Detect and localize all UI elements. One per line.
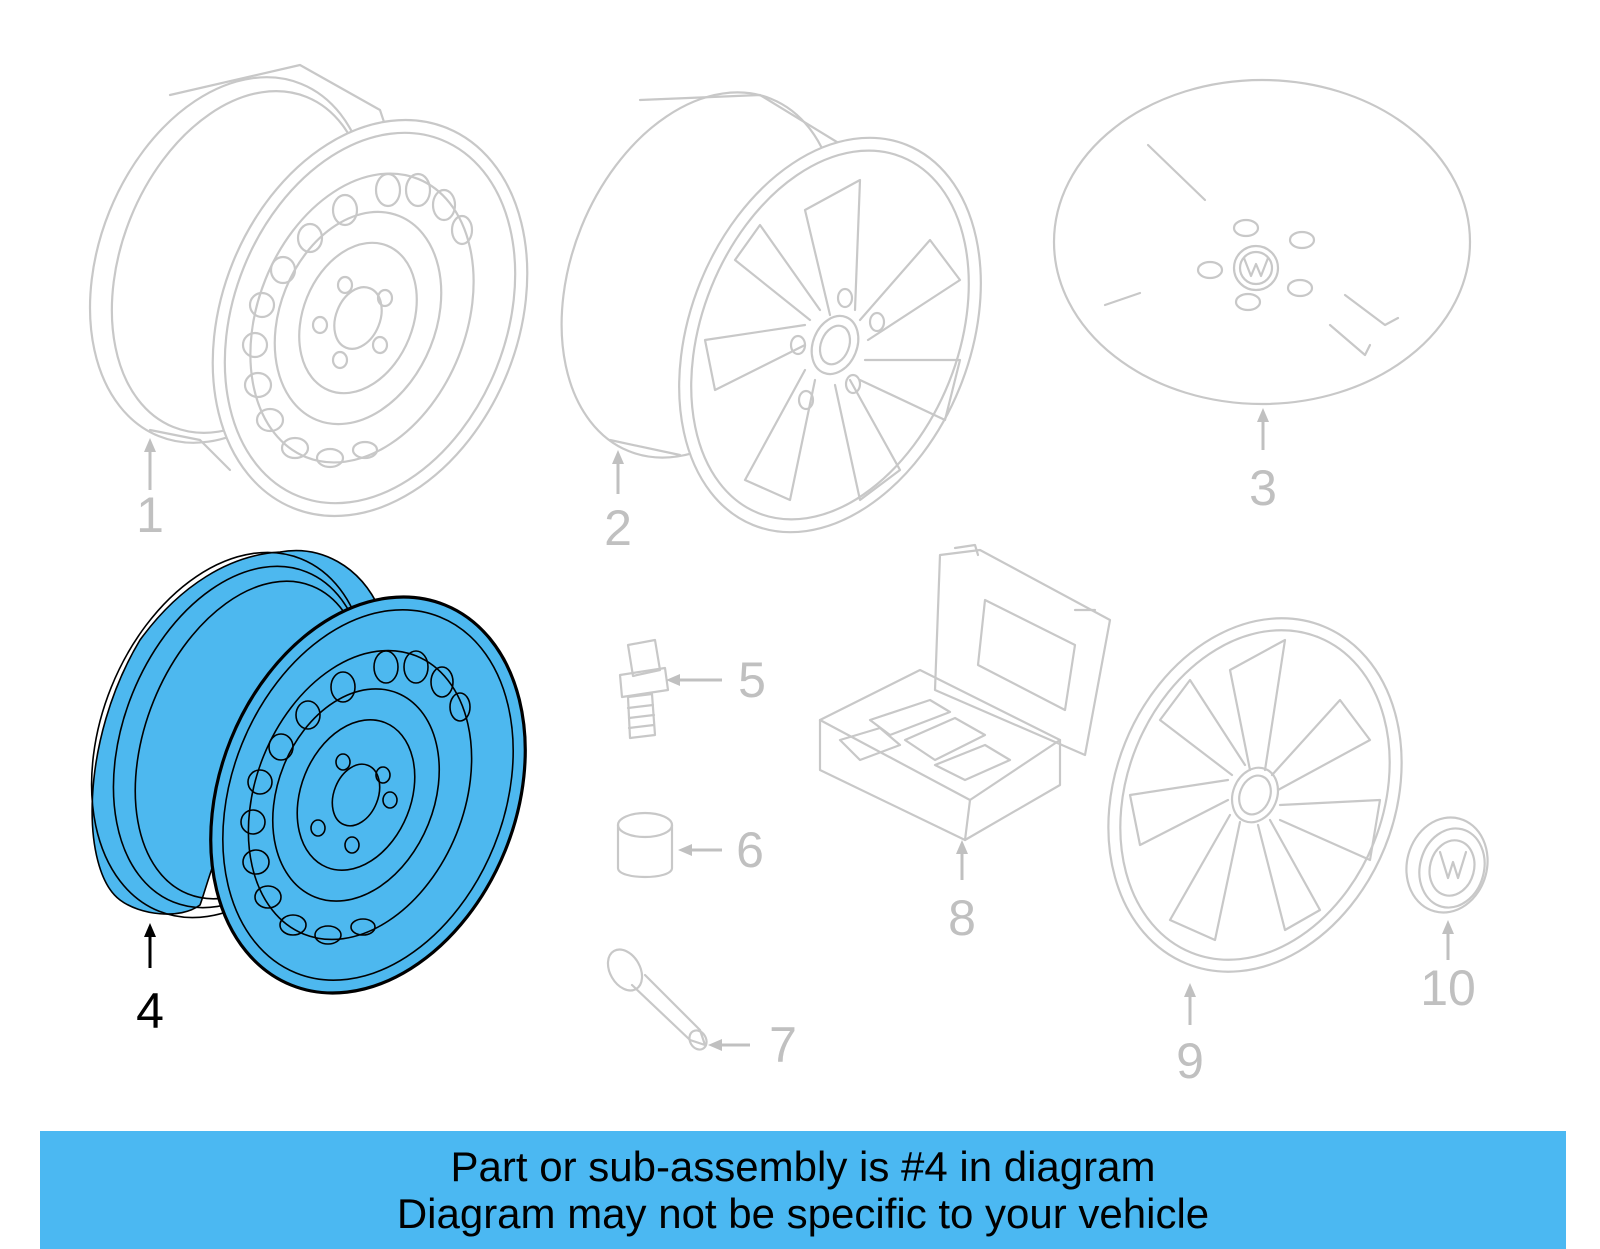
part-7-valve-stem[interactable] — [601, 943, 710, 1052]
part-2-alloy-wheel[interactable] — [510, 51, 1036, 578]
banner-part-reference: Part or sub-assembly is #4 in diagram — [450, 1143, 1156, 1190]
callout-3[interactable]: 3 — [1249, 460, 1277, 516]
leader-arrows — [144, 408, 1454, 1051]
callout-9[interactable]: 9 — [1176, 1033, 1204, 1089]
part-5-wheel-bolt[interactable] — [618, 638, 670, 740]
info-banner: Part or sub-assembly is #4 in diagram Di… — [40, 1131, 1566, 1249]
callout-labels: 1 2 3 4 5 6 7 8 9 10 — [136, 460, 1476, 1089]
part-6-nut[interactable] — [616, 811, 674, 878]
callout-7[interactable]: 7 — [769, 1017, 797, 1073]
callout-1[interactable]: 1 — [136, 487, 164, 543]
part-3-wheel-cover[interactable] — [1052, 78, 1472, 406]
part-1-steel-wheel[interactable] — [38, 35, 584, 563]
part-8-tool-case[interactable] — [818, 543, 1112, 842]
part-9-wheel-trim[interactable] — [1057, 574, 1453, 1016]
callout-5[interactable]: 5 — [738, 652, 766, 708]
callout-4[interactable]: 4 — [136, 983, 164, 1039]
callout-8[interactable]: 8 — [948, 890, 976, 946]
callout-6[interactable]: 6 — [736, 822, 764, 878]
banner-disclaimer: Diagram may not be specific to your vehi… — [396, 1190, 1210, 1237]
callout-2[interactable]: 2 — [604, 500, 632, 556]
callout-10[interactable]: 10 — [1420, 960, 1476, 1016]
part-10-center-cap[interactable] — [1396, 808, 1498, 921]
part-4-steel-wheel-highlighted[interactable] — [40, 511, 582, 1041]
